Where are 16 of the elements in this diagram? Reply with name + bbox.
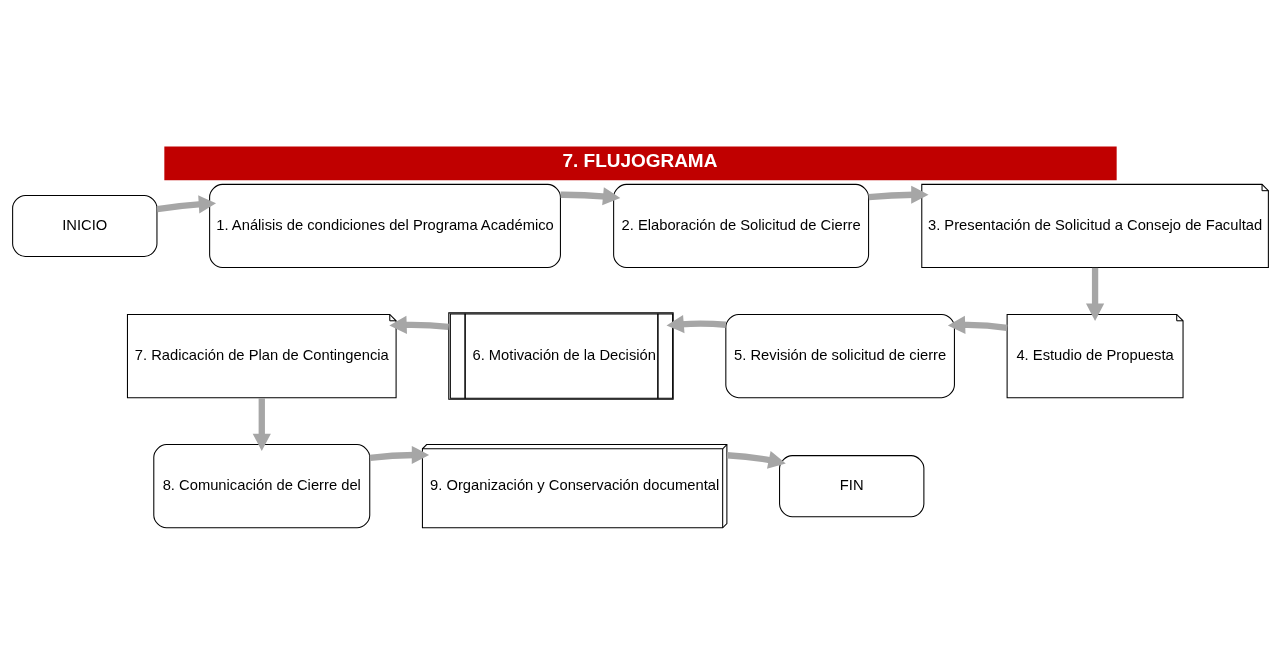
arrow [252,397,271,451]
arrow [1086,267,1105,321]
node-box: 8. Comunicación de Cierre del [153,443,371,528]
node-box: 5. Revisión de solicitud de cierre [725,313,955,398]
diagram-title: 7. FLUJOGRAMA [562,149,718,171]
node-box: FIN [779,454,925,517]
arrow [726,450,786,469]
arrow [666,314,726,333]
node-box: 2. Elaboración de Solicitud de Cierre [613,183,870,268]
arrow [156,194,217,213]
node-box: 1. Análisis de condiciones del Programa Académico [209,183,561,268]
arrow [369,445,430,464]
arrow [560,186,621,205]
arrow [947,315,1008,334]
node-box: INICIO [12,194,158,257]
arrow [868,185,929,204]
